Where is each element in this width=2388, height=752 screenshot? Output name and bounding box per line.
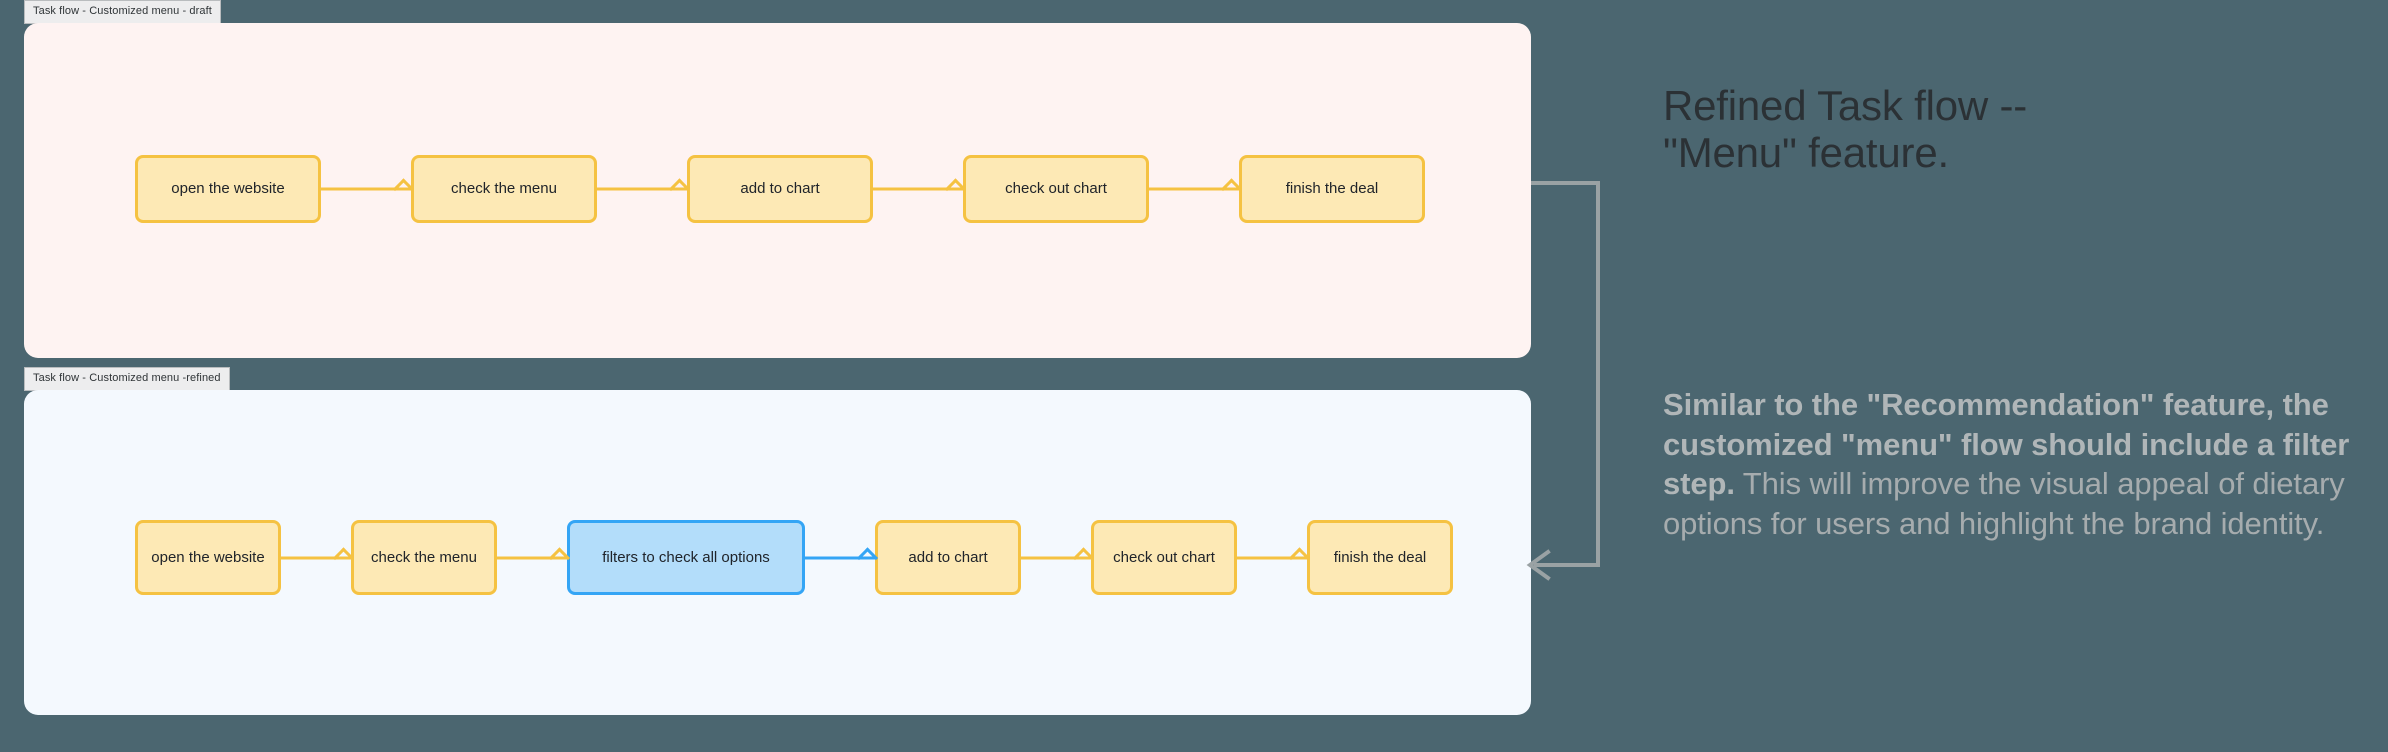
flow-node-label: check out chart <box>1005 180 1107 197</box>
flow-node-label: open the website <box>171 180 285 197</box>
frame-label-draft[interactable]: Task flow - Customized menu - draft <box>24 0 221 24</box>
flow-arrow <box>597 178 691 200</box>
flow-node-label: finish the deal <box>1285 180 1379 197</box>
flow-arrow <box>321 178 415 200</box>
arrow-line <box>1237 556 1307 559</box>
flow-arrow <box>1021 546 1095 569</box>
flow-node[interactable]: check the menu <box>351 520 497 595</box>
arrow-line <box>321 187 411 191</box>
flow-node[interactable]: open the website <box>135 520 281 595</box>
flow-arrow <box>1149 178 1243 200</box>
flow-node-label: finish the deal <box>1333 548 1427 566</box>
flow-arrow <box>497 546 571 569</box>
arrow-line <box>873 187 963 191</box>
flow-node[interactable]: check the menu <box>411 155 597 223</box>
flow-node-label: open the website <box>151 548 265 566</box>
notes-body-lead: Similar to the "Recommendation" feature,… <box>1663 387 2350 502</box>
arrow-line <box>597 187 687 191</box>
flow-node-label: check the menu <box>371 548 477 566</box>
flow-node-label: add to chart <box>908 548 988 566</box>
frame-label-refined[interactable]: Task flow - Customized menu -refined <box>24 367 230 391</box>
flow-arrow <box>281 546 355 569</box>
flow-node[interactable]: check out chart <box>963 155 1149 223</box>
flow-node[interactable]: add to chart <box>875 520 1021 595</box>
flow-node-label: filters to check all options <box>602 548 770 566</box>
flow-node-label: check out chart <box>1113 548 1215 566</box>
flow-arrow <box>1237 546 1311 569</box>
arrow-line <box>805 556 875 559</box>
page-title: Refined Task flow -- "Menu" feature. <box>1663 82 2028 177</box>
arrow-line <box>497 556 567 559</box>
arrow-line <box>1149 187 1239 191</box>
flow-arrow-highlighted <box>805 546 879 569</box>
flow-node-label: add to chart <box>740 180 820 197</box>
arrow-line <box>281 556 351 559</box>
flow-node-label: check the menu <box>451 180 557 197</box>
notes-body-rest: This will improve the visual appeal of d… <box>1663 466 2345 542</box>
flow-node[interactable]: add to chart <box>687 155 873 223</box>
notes-body: Similar to the "Recommendation" feature,… <box>1663 385 2353 544</box>
arrow-line <box>1021 556 1091 559</box>
flow-node[interactable]: open the website <box>135 155 321 223</box>
notes-block: Refined Task flow -- "Menu" feature. <box>1663 82 2363 176</box>
flow-node[interactable]: finish the deal <box>1307 520 1453 595</box>
flow-refined: open the website check the menu filters … <box>135 520 1453 595</box>
flow-draft: open the website check the menu add to c… <box>135 155 1425 223</box>
flow-node[interactable]: check out chart <box>1091 520 1237 595</box>
flow-node-highlighted[interactable]: filters to check all options <box>567 520 805 595</box>
flow-node[interactable]: finish the deal <box>1239 155 1425 223</box>
flow-arrow <box>873 178 967 200</box>
